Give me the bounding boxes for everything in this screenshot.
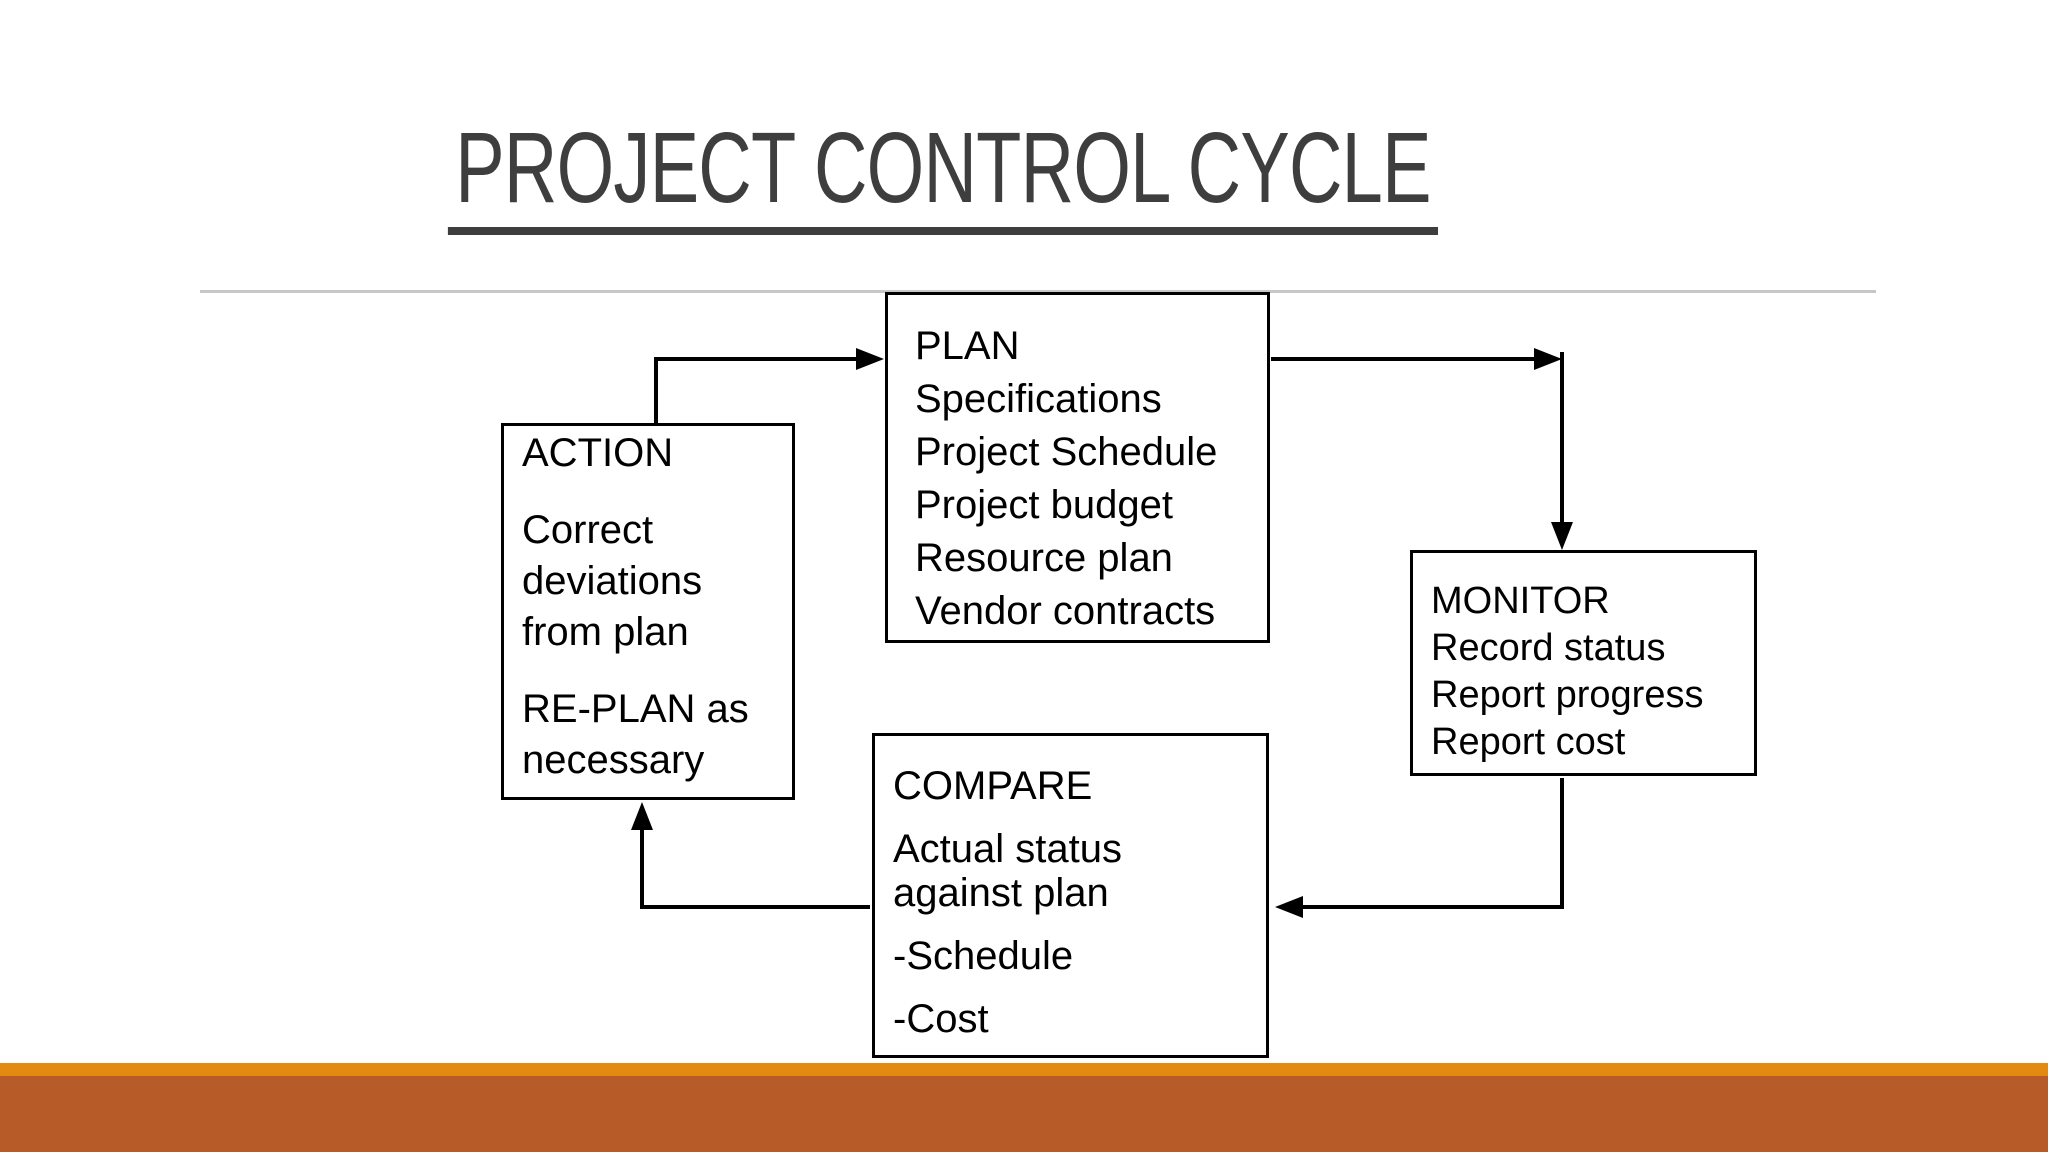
monitor-line: Report progress bbox=[1431, 674, 1704, 716]
arrow-monitor-to-compare bbox=[1275, 778, 1564, 918]
compare-paragraph: -Schedule bbox=[893, 934, 1074, 978]
arrow-compare-to-action bbox=[631, 802, 870, 909]
action-box: ACTION Correct deviations from plan RE-P… bbox=[501, 423, 795, 800]
plan-line: Resource plan bbox=[915, 536, 1173, 580]
footer-accent-stripe bbox=[0, 1063, 2048, 1076]
plan-heading: PLAN bbox=[915, 324, 1020, 368]
monitor-line: Record status bbox=[1431, 627, 1666, 669]
compare-heading: COMPARE bbox=[893, 764, 1093, 808]
compare-box: COMPARE Actual status against plan -Sche… bbox=[872, 733, 1269, 1058]
compare-paragraph: Actual status against plan bbox=[893, 827, 1123, 915]
action-paragraph: RE-PLAN as necessary bbox=[522, 687, 749, 782]
title-divider-line bbox=[200, 290, 1876, 293]
plan-line: Specifications bbox=[915, 377, 1162, 421]
footer-bar bbox=[0, 1076, 2048, 1152]
action-paragraph: Correct deviations from plan bbox=[522, 508, 703, 654]
action-heading: ACTION bbox=[522, 431, 674, 475]
monitor-line: Report cost bbox=[1431, 721, 1626, 763]
slide-title: PROJECT CONTROL CYCLE bbox=[447, 109, 1439, 235]
plan-line: Vendor contracts bbox=[915, 589, 1216, 633]
plan-line: Project budget bbox=[915, 483, 1173, 527]
compare-paragraph: -Cost bbox=[893, 997, 989, 1041]
plan-box: PLAN Specifications Project Schedule Pro… bbox=[885, 292, 1270, 643]
plan-line: Project Schedule bbox=[915, 430, 1218, 474]
arrow-plan-to-monitor bbox=[1271, 348, 1573, 550]
monitor-box: MONITOR Record status Report progress Re… bbox=[1410, 550, 1757, 776]
arrow-action-to-plan bbox=[654, 348, 884, 423]
monitor-heading: MONITOR bbox=[1431, 580, 1610, 622]
